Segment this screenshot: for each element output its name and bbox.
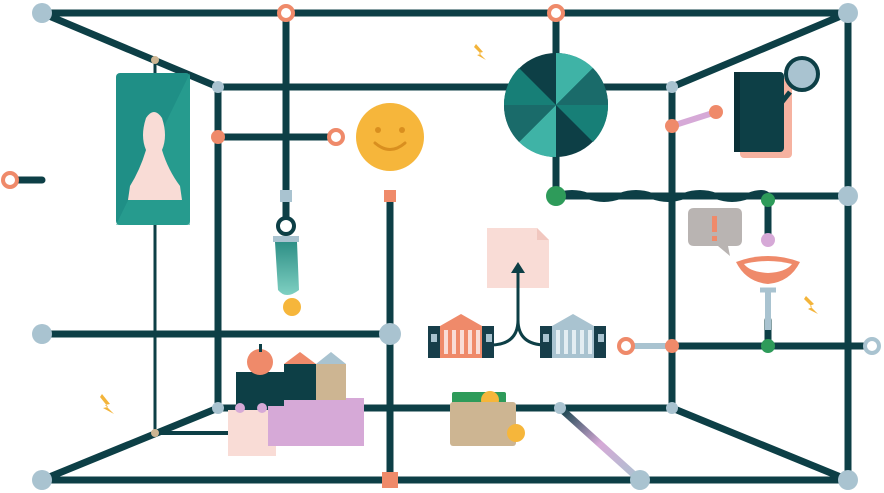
boxes-stack-icon (228, 352, 364, 456)
node-right-mid (838, 186, 858, 206)
node-corner-tr (838, 3, 858, 23)
node-inner-tl (212, 81, 224, 93)
node-blue-square (280, 190, 292, 202)
node-inner-bl (212, 402, 224, 414)
wavy-wire (554, 190, 771, 202)
ring-far-right (863, 337, 881, 355)
node-small-155-bottom (151, 429, 159, 437)
ring-coin (327, 128, 345, 146)
ring-left-stub (1, 171, 19, 189)
node-corner-br (838, 470, 858, 490)
notebook-icon (734, 72, 792, 158)
node-coral-672 (665, 119, 679, 133)
diag-bottom-right (668, 404, 852, 484)
diag-gradient-bottom (557, 405, 643, 483)
nodes (1, 3, 881, 490)
spark-right (804, 296, 818, 314)
notebook-link (671, 109, 717, 129)
node-green-768 (761, 193, 775, 207)
node-green-556 (546, 186, 566, 206)
spark-top (474, 44, 486, 60)
node-coral-218 (211, 130, 225, 144)
node-coral-square-top (384, 190, 396, 202)
portrait-frame-icon (116, 73, 190, 225)
node-center-left (379, 323, 401, 345)
smiley-coin-icon (356, 103, 424, 171)
node-coral-square (382, 472, 398, 488)
bank-right-icon (540, 314, 606, 358)
ring-right-lower (617, 337, 635, 355)
node-corner-bl (32, 470, 52, 490)
spark-left (100, 394, 114, 414)
smiling-lips-icon (736, 256, 800, 284)
node-small-155-top (151, 56, 159, 64)
bank-left-icon (428, 314, 494, 358)
node-bottom-inner (554, 402, 566, 414)
node-corner-tl (32, 3, 52, 23)
node-lilac-768 (761, 233, 775, 247)
node-inner-tr (666, 81, 678, 93)
hanging-glove-icon (273, 216, 301, 316)
pie-chart-icon (503, 52, 609, 158)
node-coral-716 (709, 105, 723, 119)
node-coral-672-346 (665, 339, 679, 353)
exclamation-bubble-icon (688, 208, 742, 256)
node-bottom-blue (630, 470, 650, 490)
apple-icon (247, 344, 273, 375)
ring-top-556 (547, 4, 565, 22)
lightning-spark-icon (100, 44, 818, 414)
document-icon (487, 228, 549, 288)
magnifier-icon (780, 56, 820, 104)
ring-top-286 (277, 4, 295, 22)
diag-top-right (668, 9, 852, 91)
node-left-mid (32, 324, 52, 344)
wallet-icon (450, 391, 525, 446)
diag-bottom-left (38, 404, 222, 484)
node-green-768-346 (761, 339, 775, 353)
node-inner-br (666, 402, 678, 414)
